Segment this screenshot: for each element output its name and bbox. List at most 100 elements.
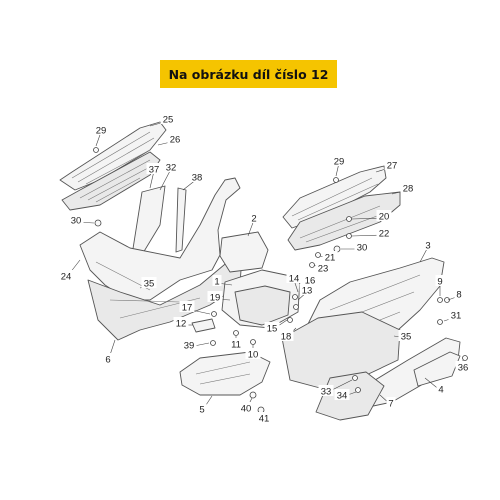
screw-13: [293, 304, 299, 310]
right-footrest-mat: [287, 191, 401, 251]
callout-label-3: 3: [425, 241, 430, 252]
callout-bg-29: [331, 155, 347, 166]
callout-bg-20: [376, 210, 392, 221]
screw-22: [346, 233, 352, 239]
callout-bg-16: [302, 274, 318, 285]
part-number-banner: Na obrázku díl číslo 12: [160, 60, 337, 88]
scooter-body-panels-drawing: [59, 121, 468, 421]
callout-bg-37: [146, 163, 162, 174]
callout-label-27: 27: [387, 161, 398, 172]
callout-label-1: 1: [214, 277, 219, 288]
callout-bg-14: [286, 272, 302, 283]
callout-bg-3: [423, 239, 433, 250]
callout-label-26: 26: [170, 135, 181, 146]
callout-label-35: 35: [401, 332, 412, 343]
screw-30-left: [94, 219, 102, 227]
callout-bg-36: [455, 361, 471, 372]
screw-40: [249, 391, 257, 399]
screw-23: [309, 262, 315, 268]
callout-label-2: 2: [251, 214, 256, 225]
callout-label-20: 20: [379, 212, 390, 223]
callout-bg-24: [58, 270, 74, 281]
callout-bg-31: [448, 309, 464, 320]
callout-label-29: 29: [334, 157, 345, 168]
callout-bg-27: [384, 159, 400, 170]
banner-text: Na obrázku díl číslo 12: [168, 66, 329, 82]
callout-bg-11: [228, 338, 244, 349]
callout-label-23: 23: [318, 264, 329, 275]
callout-label-10: 10: [248, 350, 259, 361]
callout-label-28: 28: [403, 184, 414, 195]
callout-label-21: 21: [325, 253, 336, 264]
callout-label-5: 5: [199, 405, 204, 416]
callout-bg-33: [318, 385, 334, 396]
left-footrest-cover: [59, 121, 167, 191]
callout-bg-15: [264, 322, 280, 333]
callout-bg-9: [435, 275, 445, 286]
callout-bg-18: [278, 330, 294, 341]
callout-bg-22: [376, 227, 392, 238]
screw-8: [444, 297, 450, 303]
callout-bg-30: [68, 214, 84, 225]
screw-29-right: [333, 177, 339, 183]
screw-9: [437, 297, 443, 303]
callout-label-17: 17: [182, 303, 193, 314]
callout-label-30: 30: [71, 216, 82, 227]
callout-labels: 1234567891011121314151617181920212223242…: [58, 113, 471, 425]
leader-line-32: [159, 168, 172, 191]
callout-label-11: 11: [231, 340, 241, 351]
left-side-rail: [175, 187, 187, 253]
callout-bg-8: [454, 288, 464, 299]
callout-label-22: 22: [379, 229, 390, 240]
screw-39: [210, 340, 216, 346]
screw-29-left: [93, 147, 99, 153]
callout-label-35: 35: [144, 279, 155, 290]
callout-bg-2: [249, 212, 259, 223]
callout-bg-4: [436, 383, 446, 394]
callout-bg-30: [354, 241, 370, 252]
callout-bg-29: [93, 124, 109, 135]
callout-bg-5: [197, 403, 207, 414]
callout-label-8: 8: [456, 290, 461, 301]
callout-bg-32: [163, 161, 179, 172]
callout-bg-40: [238, 402, 254, 413]
callout-bg-39: [181, 339, 197, 350]
callout-label-18: 18: [281, 332, 292, 343]
screw-33: [352, 375, 358, 381]
callout-bg-7: [386, 397, 396, 408]
callout-label-32: 32: [166, 163, 177, 174]
callout-bg-34: [334, 389, 350, 400]
callout-label-41: 41: [259, 414, 270, 425]
screw-15: [287, 317, 293, 323]
callout-bg-28: [400, 182, 416, 193]
screw-10: [250, 339, 256, 345]
callout-label-34: 34: [337, 391, 348, 402]
screw-31: [437, 319, 443, 325]
screw-11: [233, 330, 239, 336]
callout-bg-10: [245, 348, 261, 359]
callout-label-39: 39: [184, 341, 195, 352]
callout-bg-35: [141, 277, 157, 288]
screw-36: [462, 355, 468, 361]
callout-label-9: 9: [437, 277, 442, 288]
callout-label-33: 33: [321, 387, 332, 398]
callout-label-4: 4: [438, 385, 443, 396]
callout-bg-26: [167, 133, 183, 144]
callout-bg-41: [256, 412, 272, 423]
callout-label-12: 12: [176, 319, 187, 330]
callout-label-38: 38: [192, 173, 203, 184]
callout-bg-17: [179, 301, 195, 312]
callout-bg-6: [103, 353, 113, 364]
callout-bg-13: [299, 284, 315, 295]
screw-20: [346, 216, 352, 222]
callout-bg-1: [212, 275, 222, 286]
callout-label-7: 7: [388, 399, 393, 410]
center-tunnel-cover: [234, 285, 291, 326]
callout-bg-23: [315, 262, 331, 273]
part-12-bracket[interactable]: [191, 318, 216, 333]
right-lower-trim: [315, 371, 385, 421]
callout-bg-25: [160, 113, 176, 124]
callout-bg-35: [398, 330, 414, 341]
callout-label-30: 30: [357, 243, 368, 254]
